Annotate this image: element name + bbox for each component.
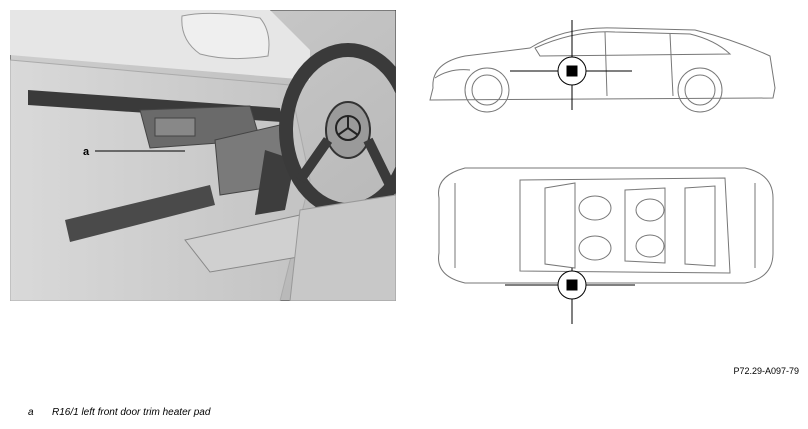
vehicle-top-view <box>438 167 774 284</box>
side-view-position-marker <box>510 20 632 110</box>
top-view-position-marker <box>505 268 635 324</box>
callout-label-a: a <box>83 146 90 158</box>
legend-key: a <box>28 407 34 418</box>
vehicle-side-view <box>429 27 776 113</box>
vehicle-position-diagram <box>429 20 776 324</box>
legend-item: a R16/1 left front door trim heater pad <box>28 407 210 418</box>
door-interior-illustration <box>10 10 396 301</box>
legend-text: R16/1 left front door trim heater pad <box>52 407 211 418</box>
figure-code: P72.29-A097-79 <box>733 366 799 376</box>
